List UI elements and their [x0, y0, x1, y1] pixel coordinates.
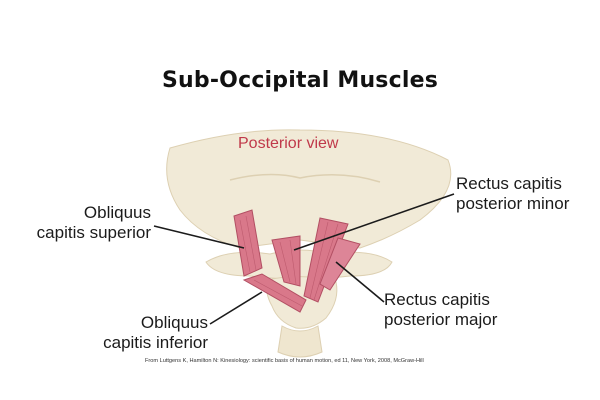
label-line: posterior major	[384, 310, 498, 329]
label-line: posterior minor	[456, 194, 570, 213]
label-rectus-capitis-posterior-minor: Rectus capitis posterior minor	[456, 174, 569, 214]
leader-rectus-capitis-posterior-minor	[293, 193, 455, 251]
rectus-capitis-posterior-major-muscle-right	[319, 237, 361, 291]
label-line: Obliquus	[83, 203, 151, 222]
leader-obliquus-capitis-inferior	[209, 291, 263, 325]
occipital-ridge	[229, 173, 381, 183]
citation: From Luttgens K, Hamilton N: Kinesiology…	[145, 358, 424, 364]
label-line: capitis superior	[36, 223, 151, 242]
label-line: Rectus capitis	[384, 290, 490, 309]
label-line: Obliquus	[140, 313, 208, 332]
leader-obliquus-capitis-superior	[153, 225, 245, 249]
cervical-spine	[277, 325, 323, 358]
label-line: capitis inferior	[103, 333, 208, 352]
label-obliquus-capitis-inferior: Obliquus capitis inferior	[70, 313, 208, 353]
label-obliquus-capitis-superior: Obliquus capitis superior	[24, 203, 151, 243]
leader-rectus-capitis-posterior-major	[335, 261, 385, 303]
page-title: Sub-Occipital Muscles	[161, 68, 438, 93]
rectus-capitis-posterior-minor-muscle	[271, 235, 301, 287]
leader-lines	[153, 193, 455, 325]
label-line: Rectus capitis	[456, 174, 562, 193]
rectus-capitis-posterior-major-muscle	[303, 217, 349, 303]
view-label: Posterior view	[238, 135, 339, 152]
obliquus-capitis-inferior-muscle	[242, 273, 307, 313]
label-rectus-capitis-posterior-major: Rectus capitis posterior major	[384, 290, 497, 330]
